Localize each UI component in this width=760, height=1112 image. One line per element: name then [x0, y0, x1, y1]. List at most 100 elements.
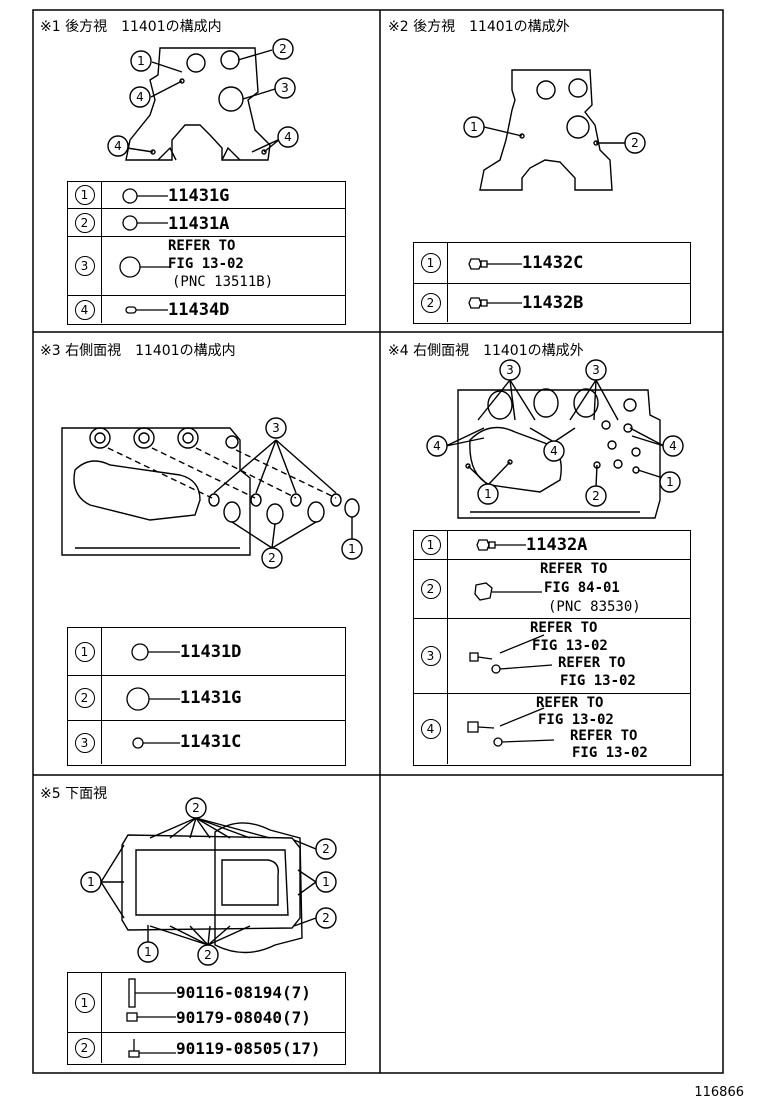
p1-title: ※1 後方視 11401の構成内 — [40, 19, 222, 35]
p3-callout-1: 1 — [348, 542, 356, 556]
refer-to-label: REFER TO — [558, 655, 626, 671]
p2-callouts: 1 2 — [463, 116, 646, 154]
part-code: 90119-08505(17) — [176, 1039, 321, 1058]
part-code: 11434D — [168, 300, 230, 320]
p5-callout-1b: 1 — [322, 875, 330, 889]
row-number: 1 — [74, 641, 95, 662]
sensor-icon — [474, 582, 542, 601]
refer-to-label: REFER TO — [540, 561, 608, 577]
p5-callout-2c: 2 — [322, 911, 330, 925]
part-code: 11431G — [168, 186, 230, 206]
refer-to-label: REFER TO — [570, 728, 638, 744]
refer-to-label: REFER TO — [536, 695, 604, 711]
p4-callout-1a: 1 — [484, 487, 492, 501]
table-row[interactable]: 2 11431A — [68, 209, 345, 237]
row-number: 1 — [420, 535, 441, 555]
p3-title: ※3 右側面視 11401の構成内 — [40, 343, 236, 359]
p5-parts-table: 1 90116-08194(7) 90179-08040(7) 2 90119-… — [67, 972, 346, 1065]
p5-callout-2b: 2 — [322, 842, 330, 856]
part-code: 11431G — [180, 688, 242, 708]
refer-pnc-label: (PNC 83530) — [548, 599, 641, 615]
stud-bolt-icon — [126, 978, 176, 1022]
row-number: 4 — [74, 299, 95, 320]
cap-plug-icon — [131, 643, 180, 661]
row-number: 3 — [74, 256, 95, 276]
table-row[interactable]: 2 90119-08505(17) — [68, 1033, 345, 1063]
p5-callout-2a: 2 — [192, 801, 200, 815]
refer-pnc-label: (PNC 13511B) — [172, 274, 274, 290]
table-row[interactable]: 4 11434D — [68, 296, 345, 323]
p1-callout-4c: 4 — [284, 130, 292, 144]
p1-callout-3: 3 — [281, 81, 289, 95]
p5-callout-1a: 1 — [87, 875, 95, 889]
pin-icon — [125, 306, 168, 314]
p4-callout-3b: 3 — [592, 363, 600, 377]
part-code: 11432A — [526, 535, 588, 555]
cap-plug-icon — [126, 687, 180, 711]
plug-icon — [468, 258, 522, 270]
table-row[interactable]: 3 REFER TO FIG 13-02 REFER TO FIG 13-02 — [414, 619, 690, 694]
p3-parts-table: 1 11431D 2 11431G 3 11431C — [67, 627, 346, 766]
table-row[interactable]: 1 11431D — [68, 628, 345, 676]
p5-callouts: 2 1 2 1 2 1 2 — [80, 797, 337, 966]
cap-plug-icon — [122, 215, 168, 231]
row-number: 2 — [74, 688, 95, 708]
refer-fig-label: FIG 13-02 — [572, 745, 648, 761]
p2-parts-table: 1 11432C 2 11432B — [413, 242, 691, 324]
part-code: 11431C — [180, 732, 242, 752]
plug-icon — [476, 539, 526, 551]
refer-fig-label: FIG 84-01 — [544, 580, 620, 596]
table-row[interactable]: 1 90116-08194(7) 90179-08040(7) — [68, 973, 345, 1033]
p4-parts-table: 1 11432A 2 REFER TO FIG 84-01 (PNC 83530… — [413, 530, 691, 766]
table-row[interactable]: 2 11431G — [68, 676, 345, 721]
row-number: 1 — [420, 253, 441, 273]
figure-number: 116866 — [694, 1085, 744, 1100]
p4-callout-2: 2 — [592, 489, 600, 503]
p1-callout-4b: 4 — [114, 139, 122, 153]
row-number: 2 — [420, 579, 441, 599]
p3-callout-3: 3 — [272, 421, 280, 435]
p1-callouts: 1 2 4 3 4 4 — [107, 38, 299, 157]
cap-plug-icon — [132, 737, 180, 749]
row-number: 4 — [420, 719, 441, 739]
p4-drawing — [445, 379, 667, 519]
table-row[interactable]: 1 11431G — [68, 182, 345, 209]
p4-callout-1b: 1 — [666, 475, 674, 489]
table-row[interactable]: 4 REFER TO FIG 13-02 REFER TO FIG 13-02 — [414, 694, 690, 764]
p4-callout-4c: 4 — [669, 439, 677, 453]
p4-callout-4a: 4 — [433, 439, 441, 453]
p2-callout-2: 2 — [631, 136, 639, 150]
table-row[interactable]: 1 11432C — [414, 243, 690, 284]
table-row[interactable]: 1 11432A — [414, 531, 690, 560]
row-number: 3 — [74, 732, 95, 753]
table-row[interactable]: 3 11431C — [68, 721, 345, 764]
p2-title: ※2 後方視 11401の構成外 — [388, 19, 570, 35]
table-row[interactable]: 3 REFER TO FIG 13-02 (PNC 13511B) — [68, 237, 345, 296]
p5-callout-2d: 2 — [204, 948, 212, 962]
cap-plug-icon — [119, 256, 170, 278]
part-code: 11431D — [180, 642, 242, 662]
p3-drawing — [61, 427, 360, 556]
bolt-icon — [128, 1039, 176, 1058]
part-code-stud: 90116-08194(7) — [176, 983, 311, 1002]
bolt-washer-icon — [467, 707, 555, 747]
p2-drawing — [479, 69, 625, 191]
part-code: 11432B — [522, 293, 584, 313]
refer-fig-label: FIG 13-02 — [532, 638, 608, 654]
p1-parts-table: 1 11431G 2 11431A 3 REFER TO FIG 13-02 (… — [67, 181, 346, 325]
part-code-nut: 90179-08040(7) — [176, 1008, 311, 1027]
refer-to-label: REFER TO — [168, 238, 236, 254]
refer-fig-label: FIG 13-02 — [560, 673, 636, 689]
table-row[interactable]: 2 11432B — [414, 284, 690, 322]
row-number: 1 — [74, 185, 95, 205]
p3-callouts: 3 2 1 — [261, 417, 363, 569]
table-row[interactable]: 2 REFER TO FIG 84-01 (PNC 83530) — [414, 560, 690, 619]
refer-to-label: REFER TO — [530, 620, 598, 636]
p3-callout-2: 2 — [268, 551, 276, 565]
p5-title: ※5 下面視 — [40, 786, 108, 802]
row-number: 1 — [74, 992, 95, 1013]
row-number: 2 — [420, 293, 441, 313]
part-code: 11431A — [168, 214, 230, 234]
row-number: 2 — [74, 212, 95, 233]
